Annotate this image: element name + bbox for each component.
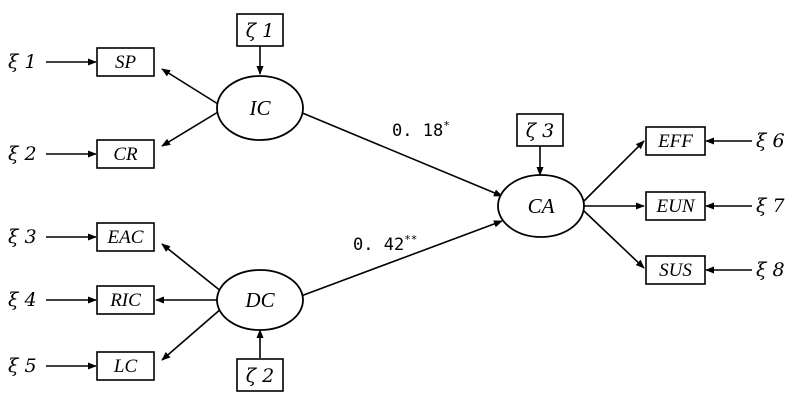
- indicator-cr: CR: [96, 139, 155, 169]
- error-xi5: ξ 5: [8, 355, 37, 377]
- indicator-eun-label: EUN: [656, 196, 696, 217]
- error-xi3: ξ 3: [8, 226, 37, 248]
- path-coef-dc-ca-value: 0. 42: [353, 235, 404, 255]
- indicator-eun: EUN: [645, 191, 706, 221]
- path-coef-ic-ca-sig: *: [443, 119, 450, 132]
- arrow-ca-sus: [583, 210, 645, 269]
- disturbance-zeta2: ζ 2: [236, 358, 284, 392]
- error-xi1: ξ 1: [8, 51, 37, 73]
- indicator-cr-label: CR: [113, 144, 138, 165]
- latent-ca: CA: [497, 174, 585, 238]
- disturbance-zeta1-label: ζ 1: [246, 20, 274, 42]
- disturbance-zeta3: ζ 3: [516, 113, 564, 147]
- arrow-dc-lc: [161, 307, 223, 361]
- disturbance-zeta2-label: ζ 2: [246, 365, 274, 387]
- error-xi7: ξ 7: [756, 195, 786, 217]
- arrow-dc-ca: [300, 220, 503, 297]
- indicator-sus-label: SUS: [659, 260, 692, 281]
- indicator-sus: SUS: [645, 255, 706, 285]
- arrow-ic-cr: [161, 111, 219, 147]
- indicator-sp: SP: [96, 47, 155, 77]
- indicator-sp-label: SP: [115, 52, 137, 73]
- indicator-ric: RIC: [96, 285, 155, 315]
- disturbance-zeta1: ζ 1: [236, 13, 284, 47]
- latent-ca-label: CA: [528, 194, 555, 218]
- indicator-eff: EFF: [645, 126, 706, 156]
- arrow-ca-eff: [583, 140, 645, 202]
- disturbance-zeta3-label: ζ 3: [526, 120, 554, 142]
- error-xi8: ξ 8: [756, 259, 785, 281]
- error-xi4: ξ 4: [8, 289, 37, 311]
- error-xi6: ξ 6: [756, 130, 785, 152]
- latent-dc-label: DC: [244, 288, 275, 312]
- path-coef-ic-ca-value: 0. 18: [392, 121, 443, 141]
- arrow-ic-ca: [299, 111, 503, 197]
- arrow-ic-sp: [161, 68, 219, 105]
- indicator-eff-label: EFF: [657, 131, 693, 152]
- error-xi2: ξ 2: [8, 143, 37, 165]
- indicator-eac-label: EAC: [107, 227, 144, 248]
- path-coef-dc-ca-sig: **: [404, 233, 417, 246]
- indicator-lc: LC: [96, 351, 155, 381]
- latent-ic: IC: [216, 75, 304, 141]
- latent-ic-label: IC: [249, 96, 272, 120]
- indicator-lc-label: LC: [113, 356, 138, 377]
- arrow-dc-eac: [161, 243, 223, 293]
- indicator-ric-label: RIC: [109, 290, 141, 311]
- path-coef-ic-ca: 0. 18*: [392, 119, 450, 141]
- path-coef-dc-ca: 0. 42**: [353, 233, 417, 255]
- indicator-eac: EAC: [96, 222, 155, 252]
- latent-dc: DC: [216, 269, 304, 331]
